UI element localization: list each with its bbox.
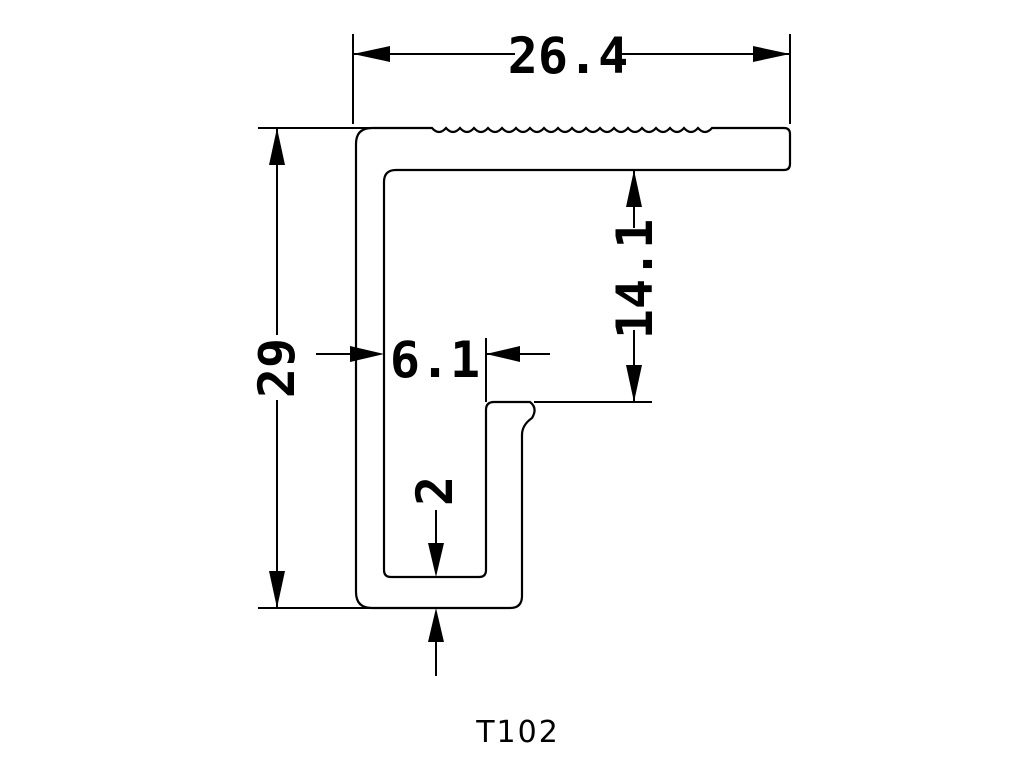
arrow-bottom xyxy=(269,571,285,608)
dimension-wall-thickness: 2 xyxy=(406,476,464,676)
dimension-overall-height: 29 xyxy=(248,127,372,609)
dimension-overall-width: 26.4 xyxy=(352,27,791,124)
channel-width-label: 6.1 xyxy=(390,331,480,389)
inner-depth-label: 14.1 xyxy=(606,219,664,339)
overall-height-label: 29 xyxy=(248,338,306,398)
arrow-bottom xyxy=(428,608,444,642)
dimension-inner-depth: 14.1 xyxy=(534,169,664,403)
profile-outline xyxy=(354,126,792,610)
arrow-top xyxy=(626,170,642,207)
dimension-channel-width: 6.1 xyxy=(316,331,550,402)
part-number-label: T102 xyxy=(475,715,560,750)
arrow-right xyxy=(753,46,790,62)
arrow-bottom xyxy=(626,365,642,402)
wall-thickness-label: 2 xyxy=(406,476,464,506)
arrow-top xyxy=(428,543,444,577)
arrow-left xyxy=(350,346,384,362)
arrow-left xyxy=(353,46,390,62)
arrow-right xyxy=(486,346,520,362)
arrow-top xyxy=(269,128,285,165)
overall-width-label: 26.4 xyxy=(508,27,628,85)
profile-outer-contour xyxy=(354,126,792,610)
